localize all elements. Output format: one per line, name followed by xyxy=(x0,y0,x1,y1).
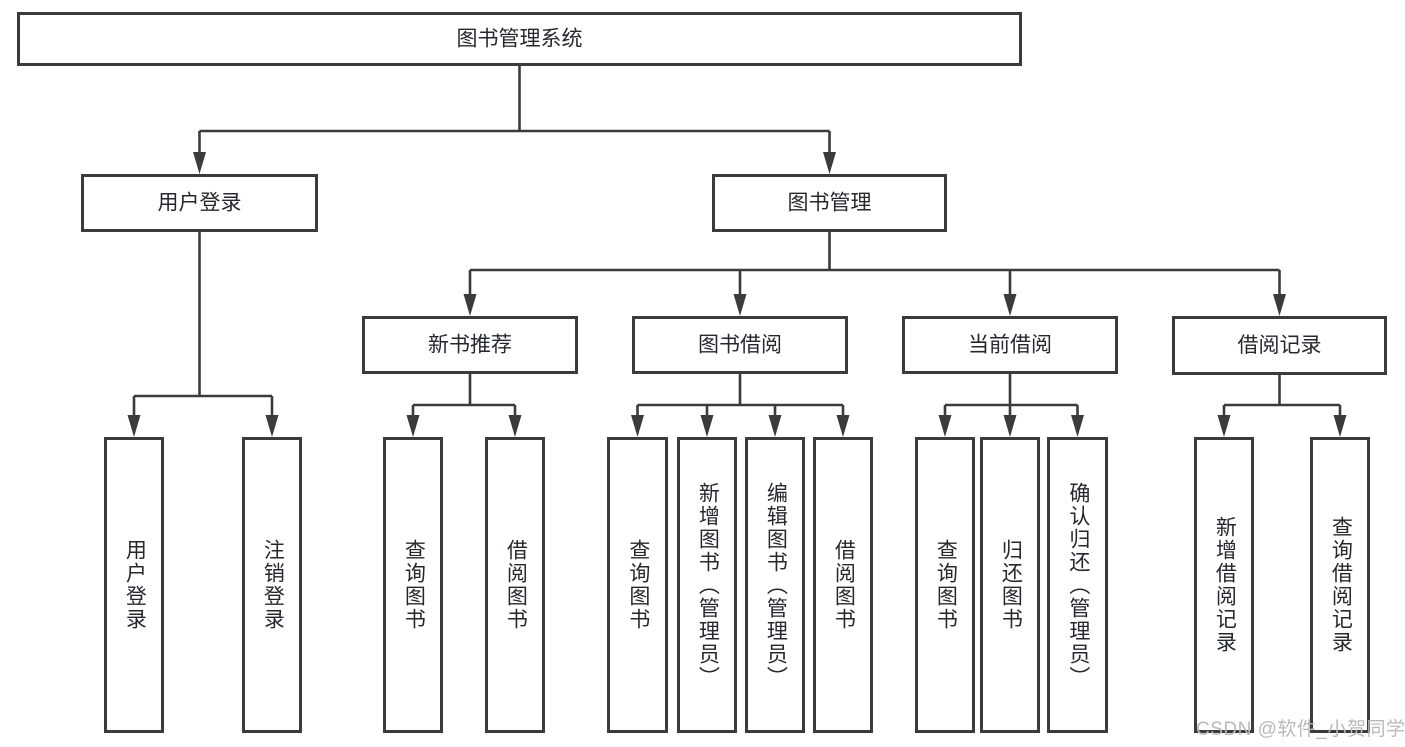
node-leaf-query-book-2[interactable] xyxy=(607,437,668,733)
node-leaf-edit-book-admin[interactable] xyxy=(745,437,805,733)
edge-group-book-manage xyxy=(463,232,1286,316)
node-book-manage[interactable]: 图书管理 xyxy=(712,174,947,232)
node-user-login[interactable]: 用户登录 xyxy=(81,174,318,232)
node-borrow-record[interactable]: 借阅记录 xyxy=(1172,316,1387,375)
node-leaf-confirm-return-admin[interactable] xyxy=(1047,437,1108,733)
node-leaf-logout[interactable] xyxy=(242,437,302,733)
node-leaf-return-book[interactable] xyxy=(980,437,1040,733)
node-label-book-manage: 图书管理 xyxy=(788,192,872,215)
node-leaf-add-book-admin[interactable] xyxy=(677,437,737,733)
edge-group-user-login xyxy=(127,232,279,437)
node-leaf-borrow-book-2[interactable] xyxy=(813,437,873,733)
node-root[interactable]: 图书管理系统 xyxy=(17,12,1022,66)
node-label-new-book-recommend: 新书推荐 xyxy=(428,334,512,357)
node-book-borrow[interactable]: 图书借阅 xyxy=(632,316,848,374)
edge-group-new-book-recommend xyxy=(406,374,522,437)
node-current-borrow[interactable]: 当前借阅 xyxy=(902,316,1118,374)
node-leaf-borrow-book-1[interactable] xyxy=(485,437,545,733)
node-leaf-query-book-1[interactable] xyxy=(383,437,443,733)
node-label-user-login: 用户登录 xyxy=(158,192,242,215)
edge-group-current-borrow xyxy=(938,374,1084,437)
edge-group-borrow-record xyxy=(1217,375,1347,437)
node-leaf-query-borrow-record[interactable] xyxy=(1310,437,1370,733)
watermark: CSDN @软件_小贺同学 xyxy=(1196,719,1405,740)
edge-group-root xyxy=(193,66,836,174)
edge-group-book-borrow xyxy=(631,374,850,437)
node-leaf-add-borrow-record[interactable] xyxy=(1194,437,1254,733)
node-leaf-query-book-3[interactable] xyxy=(915,437,975,733)
edge-layer xyxy=(127,66,1347,437)
node-label-book-borrow: 图书借阅 xyxy=(698,334,782,357)
node-label-root: 图书管理系统 xyxy=(457,28,583,51)
node-label-current-borrow: 当前借阅 xyxy=(968,334,1052,357)
node-label-borrow-record: 借阅记录 xyxy=(1238,334,1322,357)
node-new-book-recommend[interactable]: 新书推荐 xyxy=(362,316,578,374)
node-leaf-user-login[interactable] xyxy=(104,437,164,733)
